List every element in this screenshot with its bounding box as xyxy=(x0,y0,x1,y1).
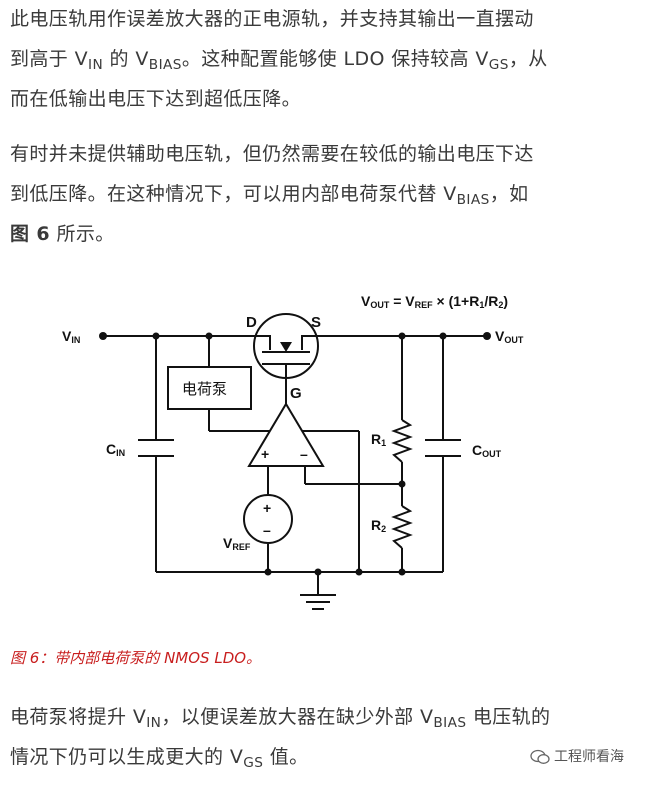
paragraph-2-line-1: 有时并未提供辅助电压轨，但仍然需要在较低的输出电压下达 xyxy=(10,143,534,165)
watermark-text: 工程师看海 xyxy=(554,749,624,765)
charge-pump-box xyxy=(167,366,252,410)
subscript: BIAS xyxy=(148,56,182,73)
paragraph-3-line-2: 情况下仍可以生成更大的 VGS 值。 xyxy=(10,737,656,777)
error-amplifier-icon xyxy=(247,402,325,467)
vref-minus-label: – xyxy=(263,522,271,538)
wechat-icon xyxy=(530,749,550,764)
paragraph-1: 此电压轨用作误差放大器的正电源轨，并支持其输出一直摆动 到高于 VIN 的 VB… xyxy=(10,0,656,119)
text-run: ，以便误差放大器在缺少外部 V xyxy=(161,706,434,728)
ground-icon xyxy=(300,594,336,610)
paragraph-1-line-2: 到高于 VIN 的 VBIAS。这种配置能够使 LDO 保持较高 VGS，从 xyxy=(10,39,656,79)
vref-label: VREF xyxy=(223,535,251,552)
r2-label: R2 xyxy=(371,517,386,534)
text-run: 电荷泵将提升 V xyxy=(10,706,147,728)
figure-caption: 图 6：带内部电荷泵的 NMOS LDO。 xyxy=(10,649,262,667)
nmos-ldo-schematic: VOUT = VREF × (1+R1/R2) VIN VOUT D S G 电… xyxy=(62,293,524,610)
text-run: 。这种配置能够使 LDO 保持较高 V xyxy=(181,48,489,70)
vref-plus-label: + xyxy=(263,500,271,516)
paragraph-2-line-2: 到低压降。在这种情况下，可以用内部电荷泵代替 VBIAS，如 xyxy=(10,174,656,214)
cin-capacitor xyxy=(138,439,174,457)
figure-reference: 图 6 xyxy=(10,223,51,245)
vref-source-icon xyxy=(243,494,293,544)
text-run: 电压轨的 xyxy=(466,706,551,728)
paragraph-3-line-1: 电荷泵将提升 VIN，以便误差放大器在缺少外部 VBIAS 电压轨的 xyxy=(10,697,656,737)
vout-label: VOUT xyxy=(495,328,524,345)
r1-resistor xyxy=(391,419,413,463)
text-run: 的 V xyxy=(103,48,149,70)
cout-capacitor xyxy=(425,439,461,457)
subscript: GS xyxy=(488,56,509,73)
drain-label: D xyxy=(246,314,257,331)
paragraph-2: 有时并未提供辅助电压轨，但仍然需要在较低的输出电压下达 到低压降。在这种情况下，… xyxy=(10,134,656,254)
nmos-transistor-icon xyxy=(253,313,319,379)
text-run: 到高于 V xyxy=(10,48,89,70)
junction-dots xyxy=(99,332,491,576)
paragraph-1-line-3: 而在低输出电压下达到超低压降。 xyxy=(10,88,302,110)
subscript: IN xyxy=(88,56,104,73)
r2-resistor xyxy=(391,505,413,549)
paragraph-2-line-3: 图 6 所示。 xyxy=(10,214,656,254)
subscript: GS xyxy=(243,754,264,771)
cin-label: CIN xyxy=(106,441,125,458)
vin-label: VIN xyxy=(62,328,80,345)
paragraph-1-line-1: 此电压轨用作误差放大器的正电源轨，并支持其输出一直摆动 xyxy=(10,8,534,30)
vout-formula: VOUT = VREF × (1+R1/R2) xyxy=(361,293,508,310)
r1-label: R1 xyxy=(371,431,386,448)
subscript: IN xyxy=(146,714,162,731)
text-run: 到低压降。在这种情况下，可以用内部电荷泵代替 V xyxy=(10,183,457,205)
text-run: ，从 xyxy=(508,48,548,70)
subscript: BIAS xyxy=(433,714,467,731)
paragraph-3: 电荷泵将提升 VIN，以便误差放大器在缺少外部 VBIAS 电压轨的 情况下仍可… xyxy=(10,697,656,777)
charge-pump-label: 电荷泵 xyxy=(182,380,227,398)
text-run: 所示。 xyxy=(50,223,115,245)
gate-label: G xyxy=(290,385,302,402)
text-run: ，如 xyxy=(489,183,529,205)
cout-label: COUT xyxy=(472,442,502,459)
amp-plus-label: + xyxy=(261,446,269,462)
text-run: 情况下仍可以生成更大的 V xyxy=(10,746,244,768)
text-run: 值。 xyxy=(263,746,309,768)
source-label: S xyxy=(311,314,321,331)
watermark: 工程师看海 xyxy=(530,746,624,766)
amp-minus-label: – xyxy=(300,446,308,462)
subscript: BIAS xyxy=(456,191,490,208)
